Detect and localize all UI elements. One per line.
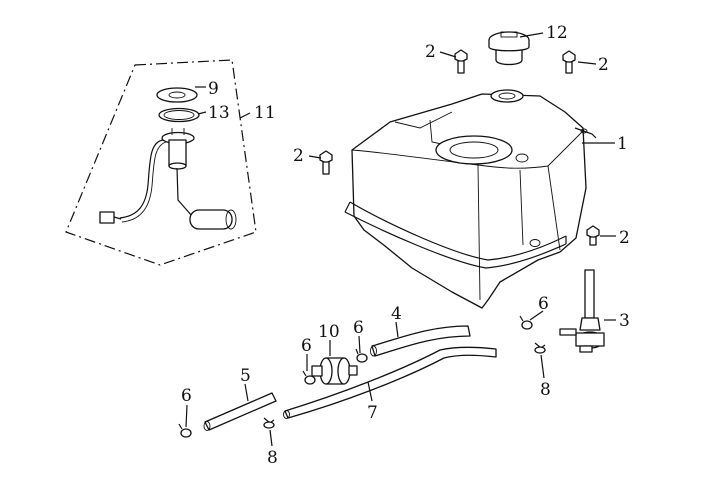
fuel-filter — [311, 357, 358, 385]
callout-5: 5 — [240, 366, 251, 386]
leader-lines — [185, 32, 616, 447]
callout-6-near-fuel-cock: 6 — [538, 294, 549, 314]
callout-4: 4 — [391, 304, 402, 324]
callout-6-near-hose-4: 6 — [353, 318, 364, 338]
bolt-right — [586, 225, 600, 246]
callout-2-middle-left: 2 — [293, 146, 304, 166]
callout-13: 13 — [208, 103, 230, 123]
callout-2-top-right: 2 — [598, 55, 609, 75]
clip-near-fuel-cock — [519, 315, 533, 330]
callout-6-near-filter: 6 — [301, 336, 312, 356]
fuel-level-float — [189, 209, 237, 230]
tank-mounting-bracket — [344, 127, 597, 269]
hose-4 — [370, 325, 471, 357]
callout-6-lower-left: 6 — [181, 386, 192, 406]
hose-7 — [283, 346, 497, 419]
pump-gasket — [158, 107, 200, 123]
callout-8-lower: 8 — [267, 448, 278, 468]
clamp-lower — [263, 417, 275, 429]
bolt-top-left — [454, 49, 468, 74]
callout-2-right: 2 — [619, 228, 630, 248]
fuel-filler-cap — [488, 31, 530, 66]
callout-12: 12 — [546, 23, 568, 43]
fuel-pump-unit — [99, 128, 237, 230]
callout-7: 7 — [367, 403, 378, 423]
clip-near-hose-4 — [355, 348, 368, 363]
callout-3: 3 — [619, 311, 630, 331]
callout-10: 10 — [318, 322, 340, 342]
callout-8-near-fuel-cock: 8 — [540, 380, 551, 400]
bolt-middle-left — [319, 150, 333, 175]
callout-11: 11 — [254, 103, 276, 123]
fuel-tank — [344, 89, 597, 309]
fuel-pump-cover-plate — [156, 87, 198, 103]
bolt-top-right — [562, 50, 576, 74]
callout-9: 9 — [208, 79, 219, 99]
clip-lower-left — [178, 423, 192, 438]
fuel-pump-assembly-boundary — [65, 59, 257, 266]
fuel-cock — [559, 269, 605, 353]
callout-1: 1 — [617, 134, 628, 154]
callout-2-top-left: 2 — [425, 42, 436, 62]
clamp-near-fuel-cock — [534, 342, 546, 354]
hose-5 — [203, 392, 277, 431]
clip-near-filter — [302, 370, 316, 385]
